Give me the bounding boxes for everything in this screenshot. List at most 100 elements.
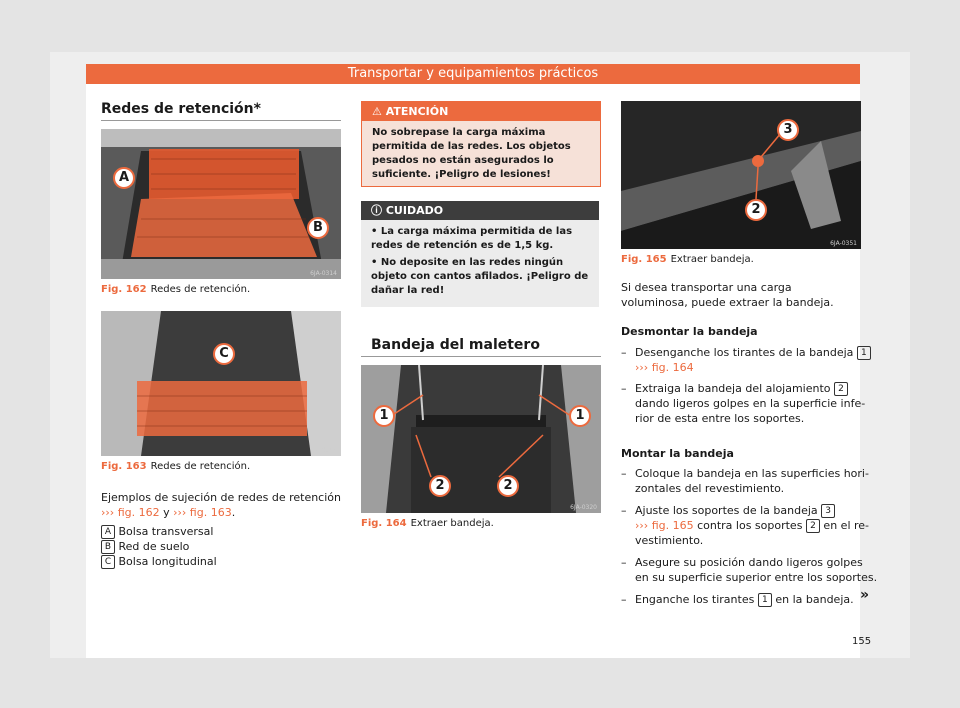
care-bullet-text: La carga máxima permitida de las redes d… xyxy=(371,226,573,251)
section-rule xyxy=(101,120,341,121)
warning-title: ATENCIÓN xyxy=(385,105,449,118)
step-line: Desenganche los tirantes de la bandeja xyxy=(635,346,854,359)
warning-body: No sobrepase la carga máxima permitida d… xyxy=(372,127,571,180)
list-item-text: Bolsa longitudinal xyxy=(118,555,217,568)
intro-conj: y xyxy=(159,506,174,519)
info-icon: ⓘ xyxy=(371,204,382,217)
care-bullet: • La carga máxima permitida de las redes… xyxy=(371,226,573,251)
step-line: dando ligeros golpes en la superficie in… xyxy=(635,397,866,410)
image-code: 6JA-0320 xyxy=(570,504,597,511)
section-title-nets: Redes de retención* xyxy=(101,101,261,117)
step-text: Extraiga la bandeja del alojamiento 2 xyxy=(635,381,849,396)
dismount-step-1: – Desenganche los tirantes de la bandeja… xyxy=(621,345,871,375)
chapter-header: Transportar y equipamientos prácticos xyxy=(86,64,860,84)
step-text: Enganche los tirantes 1 en la bandeja. xyxy=(635,592,854,607)
intro-text: Ejemplos de sujeción de redes de retenci… xyxy=(101,491,341,504)
tray-support-illustration xyxy=(621,101,861,249)
page-number: 155 xyxy=(852,636,872,647)
intro-end: . xyxy=(231,506,236,519)
care-header: ⓘ CUIDADO xyxy=(361,201,599,220)
caption-text: Extraer bandeja. xyxy=(410,518,494,529)
dash: – xyxy=(621,467,627,480)
callout-1-left: 1 xyxy=(373,405,395,427)
callout-2-right: 2 xyxy=(497,475,519,497)
link-fig-163[interactable]: ››› fig. 163 xyxy=(173,506,232,519)
dash: – xyxy=(621,593,627,606)
section-rule xyxy=(361,356,601,357)
continue-mark: » xyxy=(860,587,870,603)
list-item: B Red de suelo xyxy=(101,539,217,554)
badge-b: B xyxy=(101,540,115,554)
warning-icon: ⚠ xyxy=(372,105,382,118)
step-line: zontales del revestimiento. xyxy=(635,482,785,495)
trunk-nets-illustration xyxy=(101,129,341,279)
badge-1: 1 xyxy=(856,346,871,360)
link-fig-164[interactable]: ››› fig. 164 xyxy=(635,361,694,374)
step-line: vestimiento. xyxy=(635,534,704,547)
list-item-text: Red de suelo xyxy=(118,540,190,553)
warning-box: ⚠ ATENCIÓN No sobrepase la carga máxima … xyxy=(361,101,601,187)
badge-c: C xyxy=(101,555,115,569)
figure-label: Fig. 164 xyxy=(361,518,407,529)
mount-step-2: – Ajuste los soportes de la bandeja 3 ››… xyxy=(621,503,869,549)
step-line: Extraiga la bandeja del alojamiento xyxy=(635,382,831,395)
mount-step-1: – Coloque la bandeja en las superficies … xyxy=(621,466,869,496)
list-item: A Bolsa transversal xyxy=(101,524,217,539)
nets-list: A Bolsa transversal B Red de suelo C Bol… xyxy=(101,524,217,569)
step-text: ››› fig. 165 contra los soportes 2 en el… xyxy=(635,518,869,533)
list-item: C Bolsa longitudinal xyxy=(101,554,217,569)
step-line: en el re- xyxy=(819,519,870,532)
mount-step-3: – Asegure su posición dando ligeros golp… xyxy=(621,555,877,585)
section-title-tray: Bandeja del maletero xyxy=(371,337,540,353)
badge-3: 3 xyxy=(821,504,836,518)
callout-a: A xyxy=(113,167,135,189)
dash: – xyxy=(621,504,627,517)
step-line: Asegure su posición dando ligeros golpes xyxy=(635,556,863,569)
tray-illustration xyxy=(361,365,601,513)
dash: – xyxy=(621,556,627,569)
image-code: 6JA-0351 xyxy=(830,240,857,247)
care-title: CUIDADO xyxy=(385,204,444,217)
callout-b: B xyxy=(307,217,329,239)
link-fig-162[interactable]: ››› fig. 162 xyxy=(101,506,160,519)
callout-2-left: 2 xyxy=(429,475,451,497)
badge-a: A xyxy=(101,525,115,539)
badge-1: 1 xyxy=(757,593,772,607)
dismount-step-2: – Extraiga la bandeja del alojamiento 2 … xyxy=(621,381,865,427)
care-box: ⓘ CUIDADO • La carga máxima permitida de… xyxy=(361,201,599,307)
mount-title: Montar la bandeja xyxy=(621,447,734,460)
care-body: • La carga máxima permitida de las redes… xyxy=(361,220,599,303)
step-line: Enganche los tirantes xyxy=(635,593,755,606)
dismount-title: Desmontar la bandeja xyxy=(621,325,758,338)
care-bullet-text: No deposite en las redes ningún objeto c… xyxy=(371,257,589,296)
step-text: Desenganche los tirantes de la bandeja 1 xyxy=(635,345,871,360)
step-line: rior de esta entre los soportes. xyxy=(635,412,805,425)
image-code: 6JA-0350 xyxy=(310,447,337,454)
step-line: en su superficie superior entre los sopo… xyxy=(635,571,878,584)
figure-163-image: C 6JA-0350 xyxy=(101,311,341,456)
badge-2: 2 xyxy=(805,519,820,533)
figure-165-image: 3 2 6JA-0351 xyxy=(621,101,861,249)
caption-text: Extraer bandeja. xyxy=(670,254,754,265)
callout-2: 2 xyxy=(745,199,767,221)
link-fig-165[interactable]: ››› fig. 165 xyxy=(635,519,694,532)
step-line: Coloque la bandeja en las superficies ho… xyxy=(635,467,869,480)
badge-2: 2 xyxy=(834,382,849,396)
figure-164-image: 1 1 2 2 6JA-0320 xyxy=(361,365,601,513)
mount-step-4: – Enganche los tirantes 1 en la bandeja. xyxy=(621,592,861,608)
dash: – xyxy=(621,346,627,359)
nets-intro: Ejemplos de sujeción de redes de retenci… xyxy=(101,490,341,520)
side-net-illustration xyxy=(101,311,341,456)
step-text: Ajuste los soportes de la bandeja 3 xyxy=(635,503,836,518)
callout-c: C xyxy=(213,343,235,365)
list-item-text: Bolsa transversal xyxy=(118,525,214,538)
tray-intro: Si desea transportar una carga voluminos… xyxy=(621,281,834,309)
step-line: Ajuste los soportes de la bandeja xyxy=(635,504,818,517)
callout-3: 3 xyxy=(777,119,799,141)
figure-label: Fig. 165 xyxy=(621,254,667,265)
dash: – xyxy=(621,382,627,395)
